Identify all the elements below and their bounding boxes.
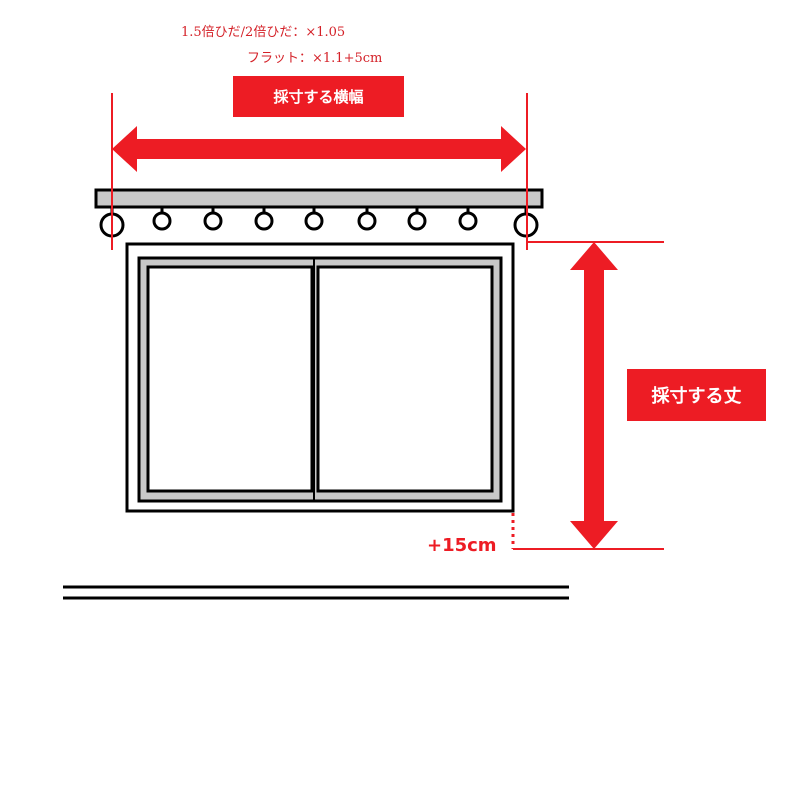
window [125, 242, 515, 513]
height-arrow-icon [570, 242, 618, 549]
flat-ratio-note: フラット：×1.1+5cm [247, 51, 383, 66]
width-arrow-icon [112, 126, 526, 172]
floor-lines [63, 585, 569, 600]
ring [203, 211, 223, 231]
height-label: 採寸する丈 [627, 369, 766, 421]
ring [458, 211, 478, 231]
width-label: 採寸する横幅 [233, 76, 404, 117]
extra-length-label: +15cm [427, 535, 497, 556]
window-pane-left [146, 265, 314, 493]
fold-ratio-note: 1.5倍ひだ/2倍ひだ：×1.05 [181, 25, 346, 40]
height-guides [513, 241, 664, 550]
ring [304, 211, 324, 231]
ring [152, 211, 172, 231]
ring [357, 211, 377, 231]
ring [407, 211, 427, 231]
curtain-rail [94, 188, 544, 209]
width-guides [111, 93, 528, 250]
curtain-rings [99, 207, 539, 238]
ring [254, 211, 274, 231]
window-pane-right [316, 265, 494, 493]
